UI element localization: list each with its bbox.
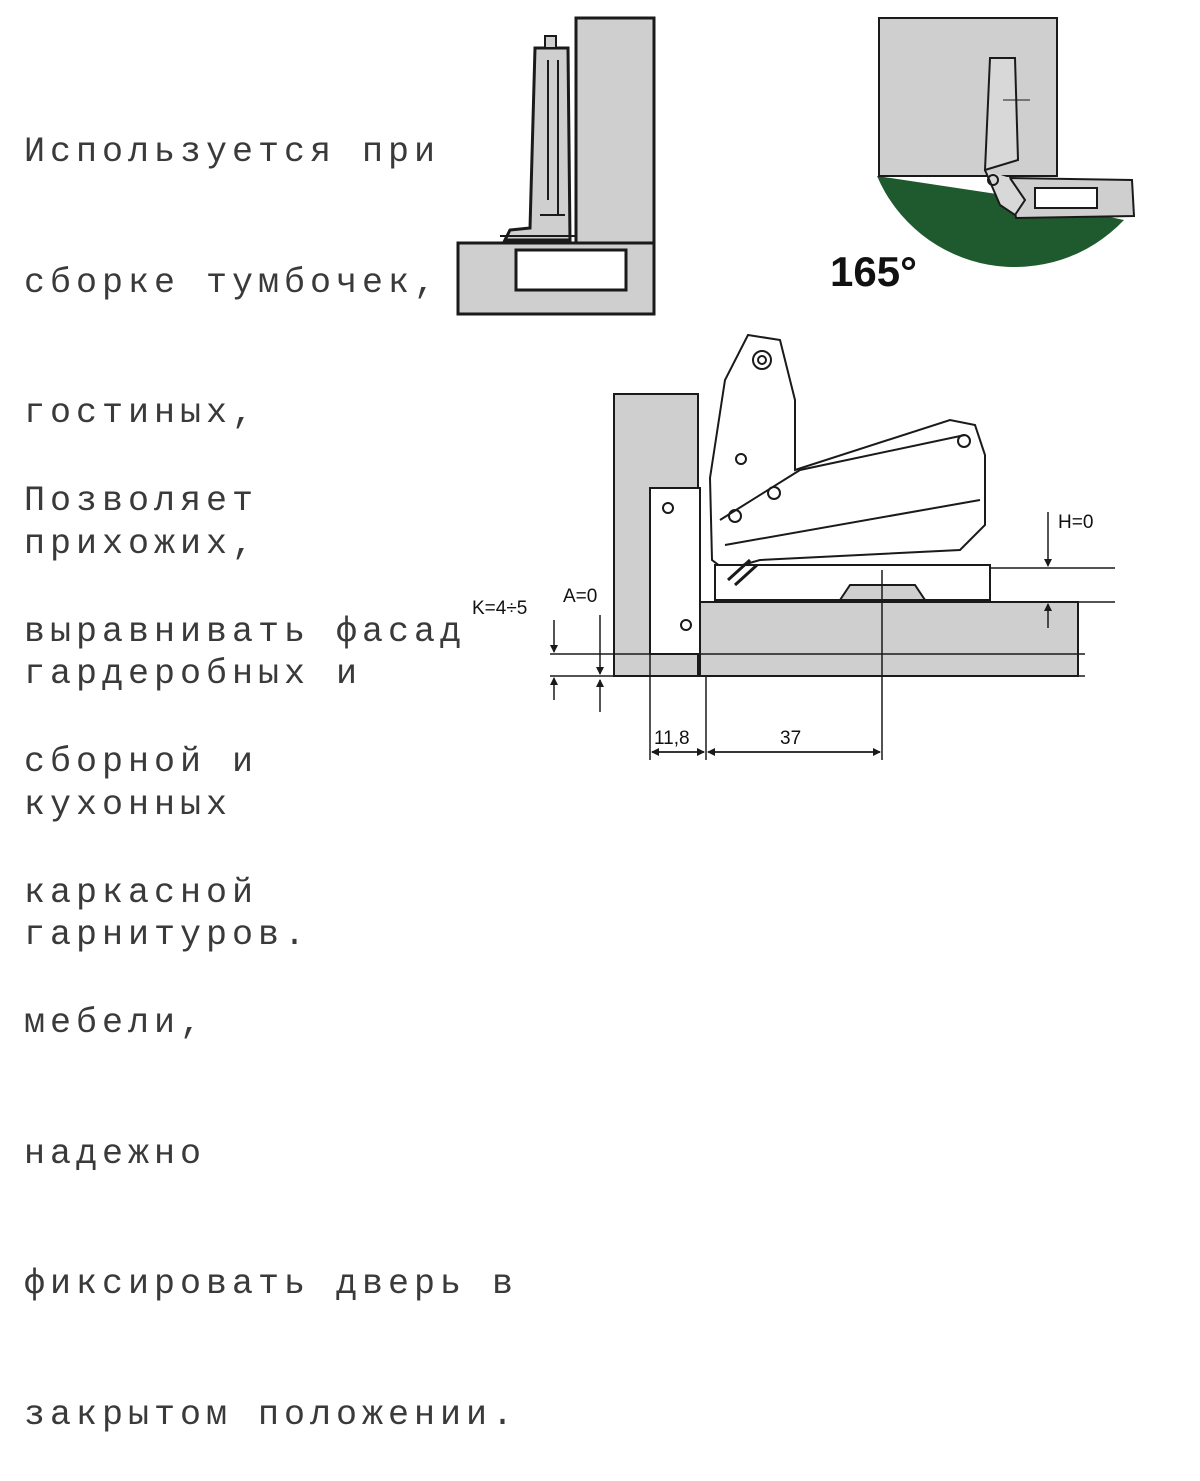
cup-recess [514, 248, 628, 292]
dim-37-label: 37 [780, 728, 801, 749]
text-line: мебели, [24, 1003, 207, 1043]
text-line: каркасной [24, 872, 259, 913]
hinge-body-open [983, 57, 1020, 172]
hinge-arm [502, 46, 572, 242]
dim-k-label: K=4÷5 [472, 598, 527, 619]
text-line: надежно [24, 1133, 207, 1174]
text-line: Используется при [24, 132, 441, 172]
door-panel-bottom [699, 601, 1079, 677]
dim-a-label: A=0 [563, 586, 597, 607]
text-line: закрытом положении. [24, 1394, 519, 1435]
hinge-arm-body [708, 333, 986, 572]
text-line: Позволяет [24, 481, 259, 521]
mounting-plate [649, 487, 701, 655]
text-line: сборке тумбочек, [24, 262, 441, 303]
cabinet-block [878, 17, 1058, 177]
text-line: фиксировать дверь в [24, 1264, 519, 1304]
opening-sector [877, 176, 1124, 268]
hinge-diagrams: 165° [456, 16, 1136, 760]
hinge-section-closed [456, 16, 656, 316]
mounting-dimensions-diagram: K=4÷5 A=0 H=0 11,8 37 [472, 333, 1115, 760]
opening-angle-diagram: 165° [830, 17, 1136, 295]
angle-label: 165° [830, 248, 917, 295]
dim-h-label: H=0 [1058, 512, 1093, 533]
text-line: гардеробных и [24, 654, 363, 694]
dim-11-8-label: 11,8 [654, 728, 690, 749]
text-line: выравнивать фасад [24, 611, 467, 652]
text-line: прихожих, [24, 523, 259, 564]
text-line: гостиных, [24, 393, 259, 433]
